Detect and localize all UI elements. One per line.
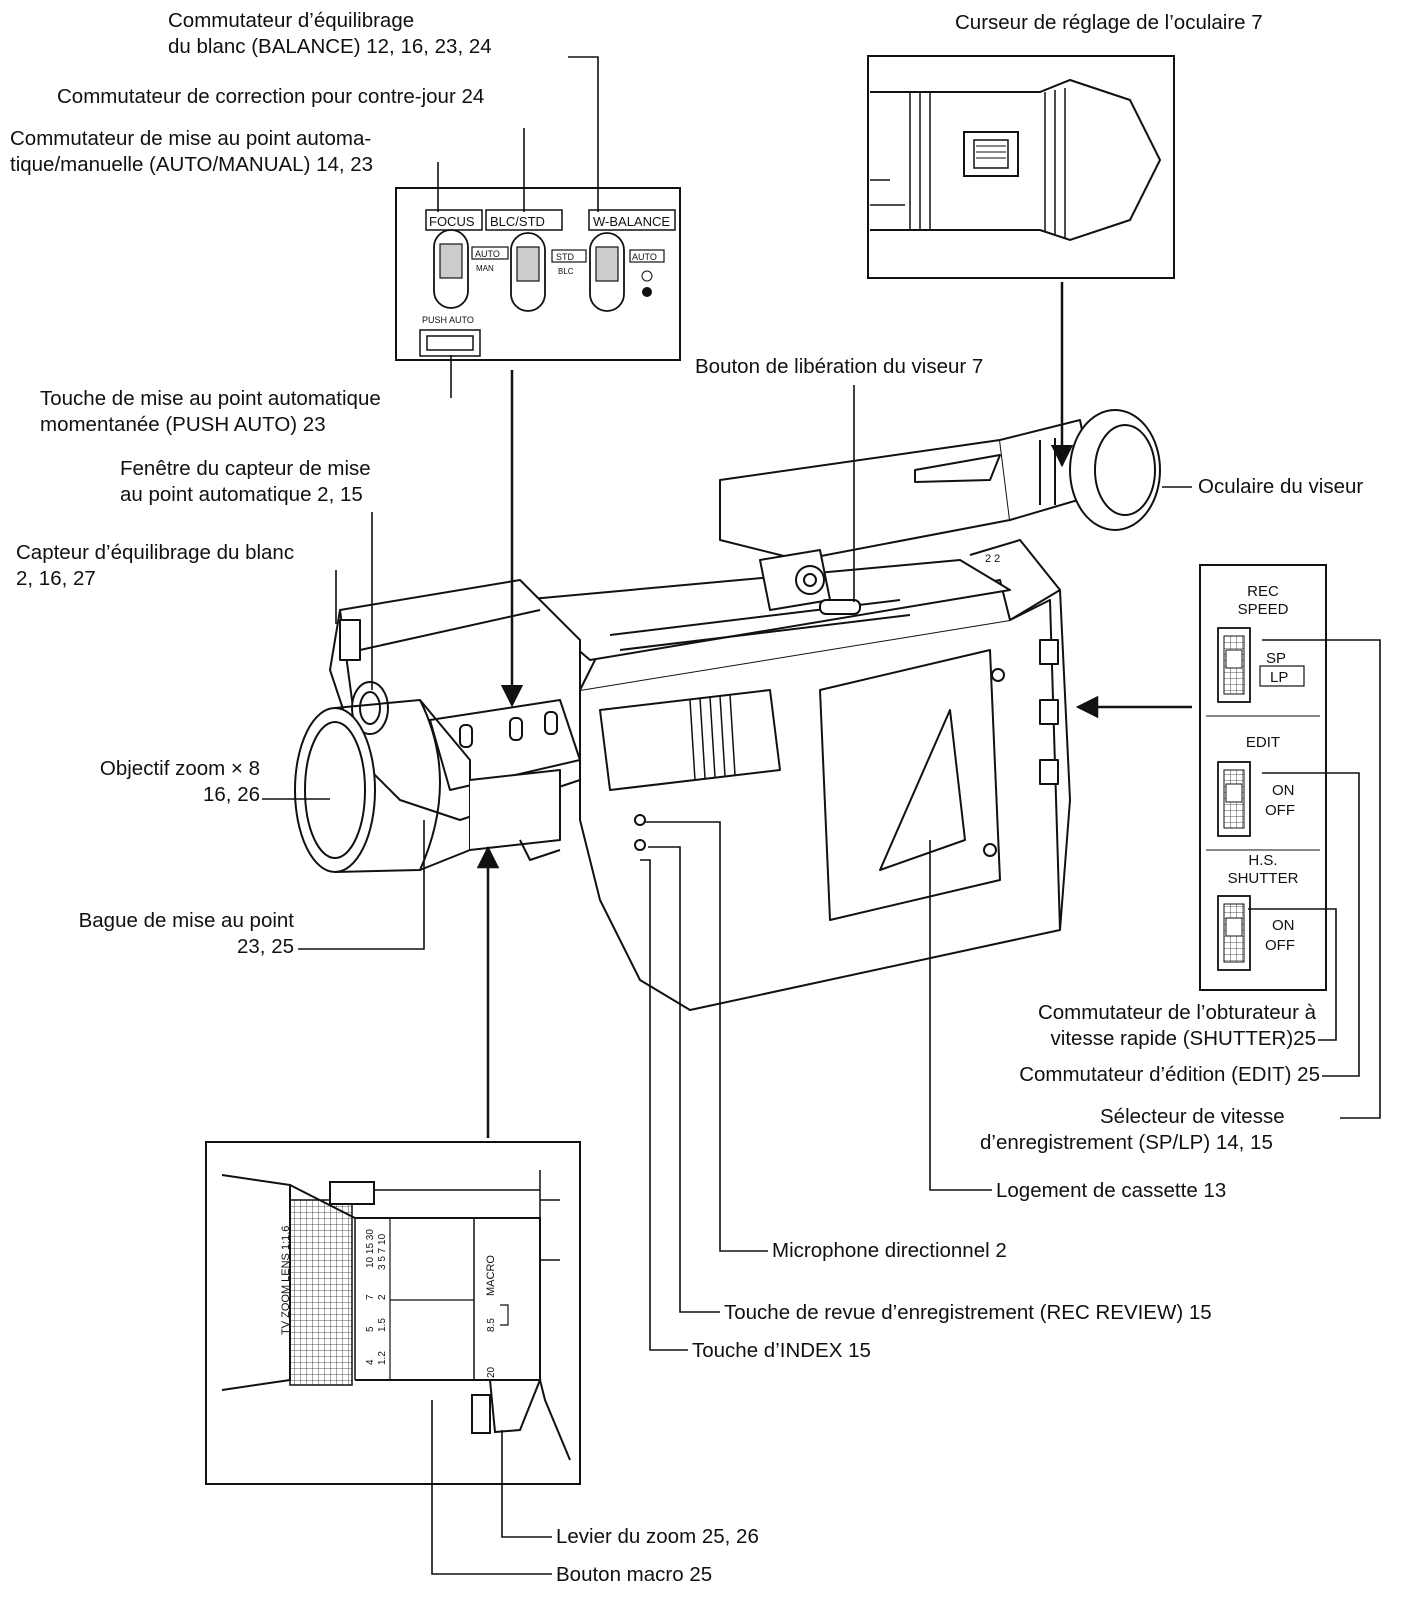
label-viewfinder-eyepiece: Oculaire du viseur: [1198, 475, 1364, 498]
panel-std: STD: [556, 252, 575, 262]
label-edit-switch: Commutateur d’édition (EDIT) 25: [1019, 1063, 1320, 1086]
panel-blc-label: BLC/STD: [490, 214, 545, 229]
arrows: [476, 282, 1192, 1138]
label-wb-sensor: Capteur d’équilibrage du blanc 2, 16, 27: [16, 541, 295, 590]
lens-scale-3: 7: [365, 1294, 376, 1300]
panel-blc: BLC: [558, 267, 574, 276]
label-shutter-switch: Commutateur de l’obturateur à vitesse ra…: [1037, 1001, 1316, 1050]
lens-inset: [205, 1141, 581, 1485]
panel-sp: SP: [1266, 650, 1286, 667]
label-rec-review-button: Touche de revue d’enregistrement (REC RE…: [724, 1301, 1212, 1324]
lens-scale-1: 10 15 30: [365, 1229, 376, 1268]
panel-lp: LP: [1270, 669, 1288, 686]
lens-scale-10: 20: [486, 1366, 497, 1378]
panel-off1: OFF: [1265, 802, 1295, 819]
label-white-balance-switch: Commutateur d’équilibrage du blanc (BALA…: [168, 9, 492, 58]
label-backlight-switch: Commutateur de correction pour contre-jo…: [57, 85, 485, 108]
panel-speed: SPEED: [1238, 601, 1289, 618]
panel-focus-label: FOCUS: [429, 214, 475, 229]
panel-auto1: AUTO: [475, 249, 500, 259]
top-switch-panel: [395, 187, 681, 361]
label-macro-button: Bouton macro 25: [556, 1563, 713, 1586]
leader-lines: [262, 56, 1381, 1575]
svg-text:2 2: 2 2: [985, 553, 1000, 565]
panel-push-auto: PUSH AUTO: [422, 315, 474, 325]
camcorder-illustration: 2 2: [294, 409, 1161, 1011]
label-cassette-holder: Logement de cassette 13: [996, 1179, 1227, 1202]
panel-on1: ON: [1272, 782, 1295, 799]
lens-scale-7: 4: [365, 1359, 376, 1365]
label-eyepiece-slider: Curseur de réglage de l’oculaire 7: [955, 11, 1263, 34]
lens-scale-5: 5: [365, 1326, 376, 1332]
eyepiece-inset: [867, 55, 1175, 279]
label-zoom-lever: Levier du zoom 25, 26: [556, 1525, 759, 1548]
label-viewfinder-release: Bouton de libération du viseur 7: [695, 355, 984, 378]
lens-text: TV ZOOM LENS 1:1.6: [280, 1226, 292, 1335]
lens-scale-6: 1.5: [377, 1318, 388, 1332]
lens-scale-9: 8.5: [486, 1318, 497, 1332]
panel-wb-label: W-BALANCE: [593, 214, 670, 229]
label-directional-mic: Microphone directionnel 2: [772, 1239, 1007, 1262]
panel-shutter: SHUTTER: [1228, 870, 1299, 887]
panel-rec: REC: [1247, 583, 1279, 600]
label-zoom-lens: Objectif zoom × 8 16, 26: [99, 757, 260, 806]
label-rec-speed-selector: Sélecteur de vitesse d’enregistrement (S…: [980, 1105, 1285, 1154]
lens-scale-4: 2: [377, 1294, 388, 1300]
label-focus-ring: Bague de mise au point 23, 25: [78, 909, 294, 958]
panel-on2: ON: [1272, 917, 1295, 934]
panel-edit: EDIT: [1246, 734, 1280, 751]
right-switch-panel: [1199, 564, 1327, 991]
label-index-button: Touche d’INDEX 15: [692, 1339, 871, 1362]
lens-scale-8: 1.2: [377, 1351, 388, 1365]
lens-scale-2: 3 5 7 10: [377, 1233, 388, 1270]
panel-auto2: AUTO: [632, 252, 657, 262]
label-focus-switch: Commutateur de mise au point automa- tiq…: [10, 127, 374, 176]
panel-hs: H.S.: [1248, 852, 1277, 869]
lens-macro: MACRO: [485, 1255, 497, 1296]
panel-man: MAN: [476, 264, 494, 273]
label-af-sensor-window: Fenêtre du capteur de mise au point auto…: [120, 457, 371, 506]
label-push-auto-button: Touche de mise au point automatique mome…: [40, 387, 381, 436]
panel-off2: OFF: [1265, 937, 1295, 954]
